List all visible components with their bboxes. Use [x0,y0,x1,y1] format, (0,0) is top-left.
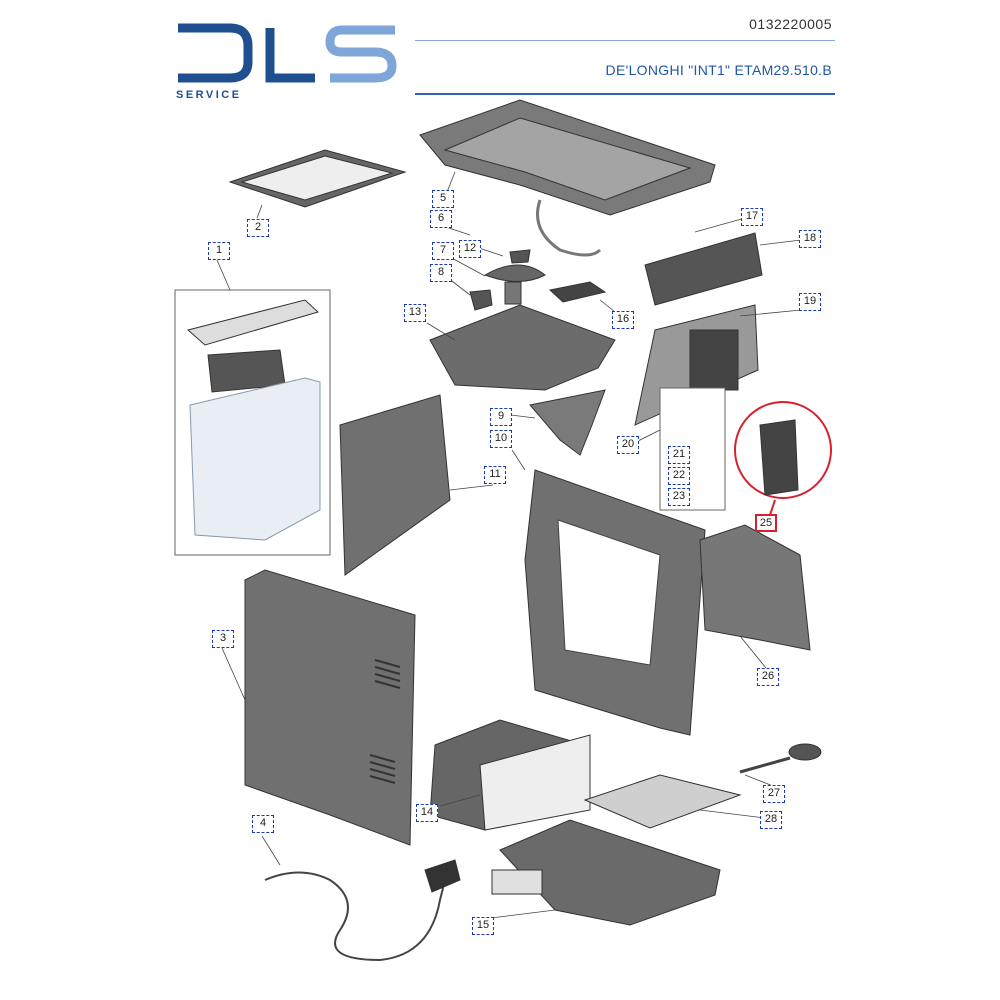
part-16-grill [548,281,607,303]
part-25-pump [759,419,799,496]
part-label-27[interactable]: 27 [763,785,785,803]
part-label-16[interactable]: 16 [612,311,634,329]
part-label-22[interactable]: 22 [668,467,690,485]
header-rule-top [415,40,835,41]
part-27-measuring-spoon [739,756,791,774]
part-label-7[interactable]: 7 [432,242,454,260]
document-code: 0132220005 [749,16,832,32]
part-label-4[interactable]: 4 [252,815,274,833]
part-label-8[interactable]: 8 [430,264,452,282]
part-3-side-panel [244,569,416,846]
part-label-2[interactable]: 2 [247,219,269,237]
part-label-1[interactable]: 1 [208,242,230,260]
part-9-funnel [529,389,606,456]
part-label-23[interactable]: 23 [668,488,690,506]
part-label-11[interactable]: 11 [484,466,506,484]
part-12-cap [509,249,531,264]
part-label-3[interactable]: 3 [212,630,234,648]
header-rule-bottom [415,93,835,95]
part-label-15[interactable]: 15 [472,917,494,935]
dls-logo: SERVICE [176,23,397,100]
part-6-knob [469,289,493,311]
part-label-9[interactable]: 9 [490,408,512,426]
part-4-power-cord [264,871,446,962]
part-label-28[interactable]: 28 [760,811,782,829]
part-label-26[interactable]: 26 [757,668,779,686]
part-label-5[interactable]: 5 [432,190,454,208]
part-label-14[interactable]: 14 [416,804,438,822]
part-label-6[interactable]: 6 [430,210,452,228]
part-label-17[interactable]: 17 [741,208,763,226]
part-8-shaft [504,281,522,305]
part-label-21[interactable]: 21 [668,446,690,464]
part-25-highlight-circle [734,401,832,499]
model-name: DE'LONGHI "INT1" ETAM29.510.B [605,62,832,78]
part-13-inner-frame [429,304,616,391]
part-label-13[interactable]: 13 [404,304,426,322]
part-label-19[interactable]: 19 [799,293,821,311]
part-18-control-panel [644,232,763,306]
part-28-cup-grid [583,774,742,829]
part-label-25[interactable]: 25 [755,514,777,532]
part-label-12[interactable]: 12 [459,240,481,258]
part-7-funnel-disc [483,264,546,282]
part-label-20[interactable]: 20 [617,436,639,454]
part-label-18[interactable]: 18 [799,230,821,248]
part-26-side-cover [699,524,811,651]
part-11-rear-panel [339,394,451,576]
logo-service-text: SERVICE [176,89,242,100]
part-label-10[interactable]: 10 [490,430,512,448]
